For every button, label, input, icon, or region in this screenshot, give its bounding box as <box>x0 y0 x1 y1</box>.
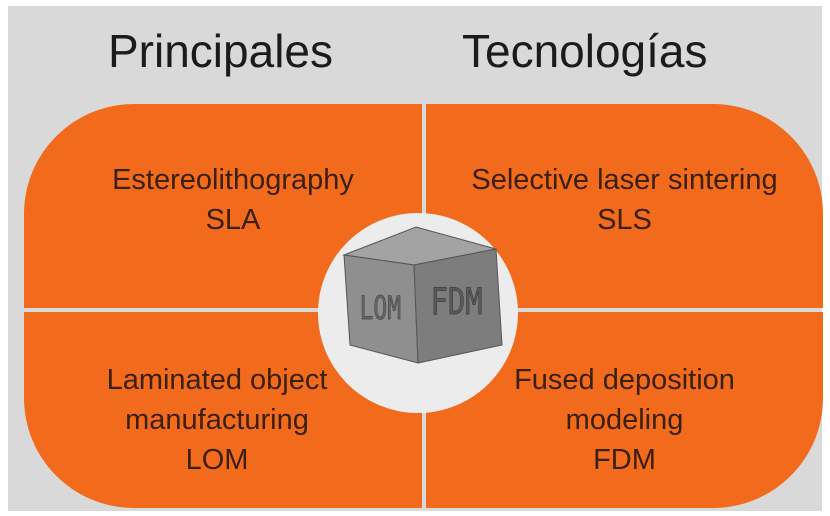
quadrant-sla-acronym: SLA <box>205 204 261 236</box>
title-principales: Principales <box>108 25 333 77</box>
quadrant-lom-name-1: Laminated object <box>106 364 328 396</box>
quadrant-sls-name: Selective laser sintering <box>471 164 778 196</box>
quadrant-fdm-acronym: FDM <box>593 444 656 476</box>
cube-icon: LOM FDM <box>342 226 503 364</box>
title-tecnologias: Tecnologías <box>462 25 708 77</box>
quadrant-sls-acronym: SLS <box>597 204 652 236</box>
quadrant-lom-acronym: LOM <box>185 444 249 476</box>
quadrant-fdm-name-2: modeling <box>565 404 684 436</box>
center-hub: LOM FDM <box>318 213 518 413</box>
cube-right-face <box>413 248 503 364</box>
quadrant-fdm-name-1: Fused deposition <box>514 364 735 396</box>
cube-label-lom: LOM <box>360 289 401 327</box>
quadrant-lom-name-2: manufacturing <box>125 404 309 436</box>
cube-label-fdm: FDM <box>431 280 483 323</box>
quadrant-sla-name: Estereolithography <box>112 164 354 196</box>
